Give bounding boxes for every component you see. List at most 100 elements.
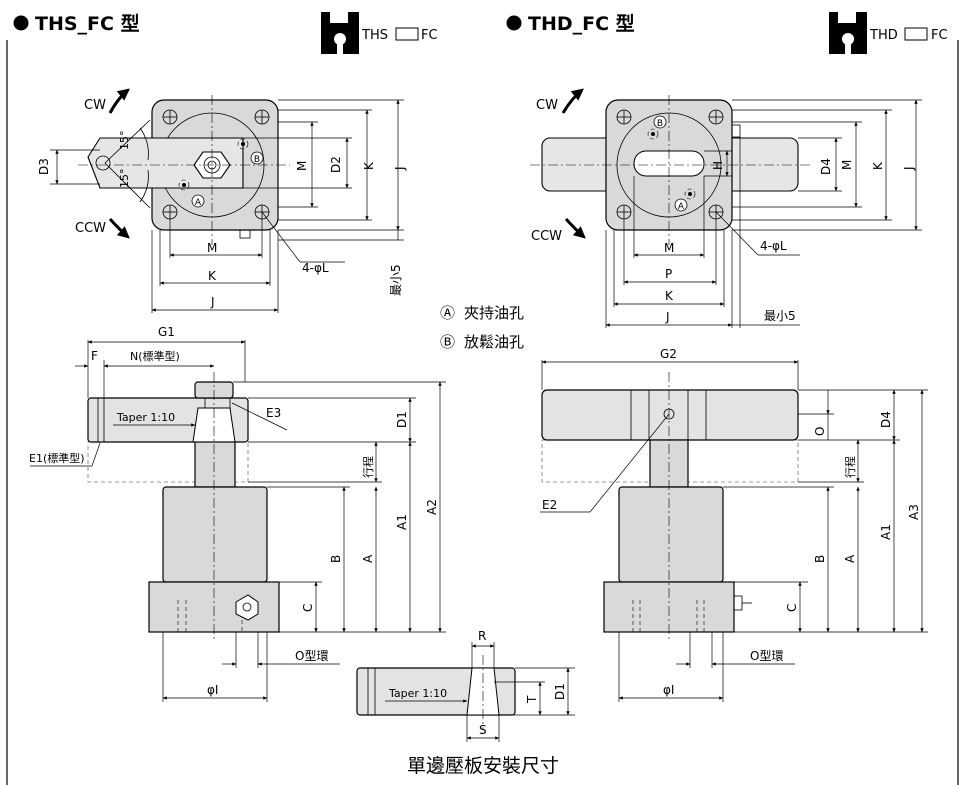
svg-text:B: B — [657, 119, 663, 129]
ths-side-view: Taper 1:10 E3 E1(標準型) G1 F N(標準型) D1 行程 … — [29, 325, 446, 702]
dim-j: J — [210, 295, 215, 309]
legend-a-mark: Ⓐ — [440, 304, 455, 322]
dim-e3: E3 — [266, 406, 281, 420]
ths-code-prefix: THS — [361, 28, 388, 43]
legend-b-mark: Ⓑ — [440, 333, 455, 351]
port-legend: Ⓐ 夾持油孔 Ⓑ 放鬆油孔 — [440, 304, 524, 351]
dim-m: M — [840, 160, 854, 170]
dim-c: C — [301, 604, 315, 612]
corner-holes — [616, 109, 724, 220]
dim-b: B — [329, 555, 343, 563]
dim-a1: A1 — [395, 514, 409, 530]
dim-m: M — [295, 161, 309, 171]
cw-label: CW — [536, 98, 558, 113]
rotation-arrow-icon — [564, 217, 586, 239]
dim-a: A — [361, 554, 375, 563]
bullet-icon — [506, 15, 522, 31]
dim-o: O — [813, 427, 827, 436]
dim-k: K — [362, 161, 376, 170]
dim-d3: D3 — [37, 158, 51, 175]
circled-b-icon: B — [653, 115, 667, 129]
drawing-caption: 單邊壓板安裝尺寸 — [407, 755, 559, 777]
rotation-arrow-icon — [561, 88, 584, 114]
ths-top-view: B A 15° 15° CW CCW D3 M — [37, 88, 407, 313]
dim-phi-i: φI — [663, 683, 674, 697]
angle-label: 15° — [118, 169, 131, 189]
ccw-label: CCW — [75, 221, 106, 236]
dim-m: M — [207, 241, 217, 255]
dim-4-phi-l: 4-φL — [302, 261, 329, 275]
dim-g1: G1 — [158, 325, 175, 339]
thd-code-prefix: THD — [869, 28, 898, 43]
floppy-disk-icon — [829, 12, 867, 54]
legend-b-text: 放鬆油孔 — [464, 333, 524, 351]
taper-label: Taper 1:10 — [116, 411, 175, 424]
dim-d1: D1 — [395, 411, 409, 428]
thd-side-arm — [541, 389, 799, 441]
dim-k: K — [665, 289, 674, 303]
ths-heading: THS_FC 型 — [13, 12, 140, 35]
legend-a-text: 夾持油孔 — [464, 304, 524, 322]
dim-r: R — [478, 629, 486, 643]
thd-side-view: E2 G2 O D4 行程 A1 A3 A B C O型環 — [540, 347, 928, 702]
ths-arm-hole — [95, 155, 111, 171]
dim-e1: E1(標準型) — [29, 451, 85, 465]
dim-a: A — [843, 554, 857, 563]
thd-cylinder-body — [618, 486, 724, 583]
dim-b: B — [813, 555, 827, 563]
thd-heading: THD_FC 型 — [506, 12, 635, 35]
dim-n: N(標準型) — [130, 349, 180, 363]
bullet-icon — [13, 15, 29, 31]
thd-heading-text: THD_FC 型 — [528, 12, 635, 35]
thd-code-suffix: FC — [931, 28, 948, 43]
rotation-arrow-icon — [108, 88, 130, 114]
dim-stroke: 行程 — [844, 456, 857, 478]
dim-min5: 最小5 — [764, 309, 796, 323]
dim-a3: A3 — [907, 504, 921, 520]
dim-c: C — [785, 604, 799, 612]
rotation-arrow-icon — [108, 217, 130, 239]
taper-label: Taper 1:10 — [388, 687, 447, 700]
dim-m: M — [664, 241, 674, 255]
dim-j: J — [902, 166, 916, 171]
dim-s: S — [479, 723, 487, 737]
dim-e2: E2 — [542, 498, 557, 512]
dim-p: P — [665, 267, 672, 281]
dim-d2: D2 — [329, 156, 343, 173]
code-blank-box — [904, 27, 928, 41]
dim-stroke: 行程 — [362, 456, 375, 478]
dim-k: K — [871, 161, 885, 170]
dim-k: K — [208, 269, 217, 283]
thd-model-code: THD FC — [829, 12, 948, 54]
circled-a-icon: A — [191, 194, 205, 208]
thd-top-view: B A CW CCW H D4 M K J — [530, 88, 922, 328]
angle-label: 15° — [118, 131, 131, 151]
ths-code-suffix: FC — [421, 28, 438, 43]
dim-j: J — [665, 310, 670, 324]
dim-min5: 最小5 — [389, 264, 403, 296]
dim-j: J — [393, 166, 407, 171]
dim-o-ring: O型環 — [295, 649, 328, 663]
dim-f: F — [91, 349, 98, 363]
ths-cylinder-body — [162, 486, 268, 583]
circled-b-icon: B — [250, 151, 264, 165]
ccw-label: CCW — [531, 229, 562, 244]
dim-phi-i: φI — [207, 683, 218, 697]
mounting-detail: R S T D1 Taper 1:10 — [356, 629, 575, 742]
dim-d4: D4 — [879, 411, 893, 428]
ths-heading-text: THS_FC 型 — [35, 12, 140, 35]
dim-d4: D4 — [819, 158, 833, 175]
cw-label: CW — [84, 98, 106, 113]
dim-4-phi-l: 4-φL — [760, 239, 787, 253]
dim-o-ring: O型環 — [750, 649, 783, 663]
dim-h: H — [711, 161, 725, 170]
circled-a-icon: A — [674, 198, 688, 212]
dim-g2: G2 — [660, 347, 677, 361]
svg-text:A: A — [678, 202, 685, 212]
ths-model-code: THS FC — [321, 12, 438, 54]
code-blank-box — [395, 27, 419, 41]
svg-text:A: A — [195, 198, 202, 208]
dim-t: T — [525, 695, 539, 704]
dim-a2: A2 — [425, 499, 439, 515]
